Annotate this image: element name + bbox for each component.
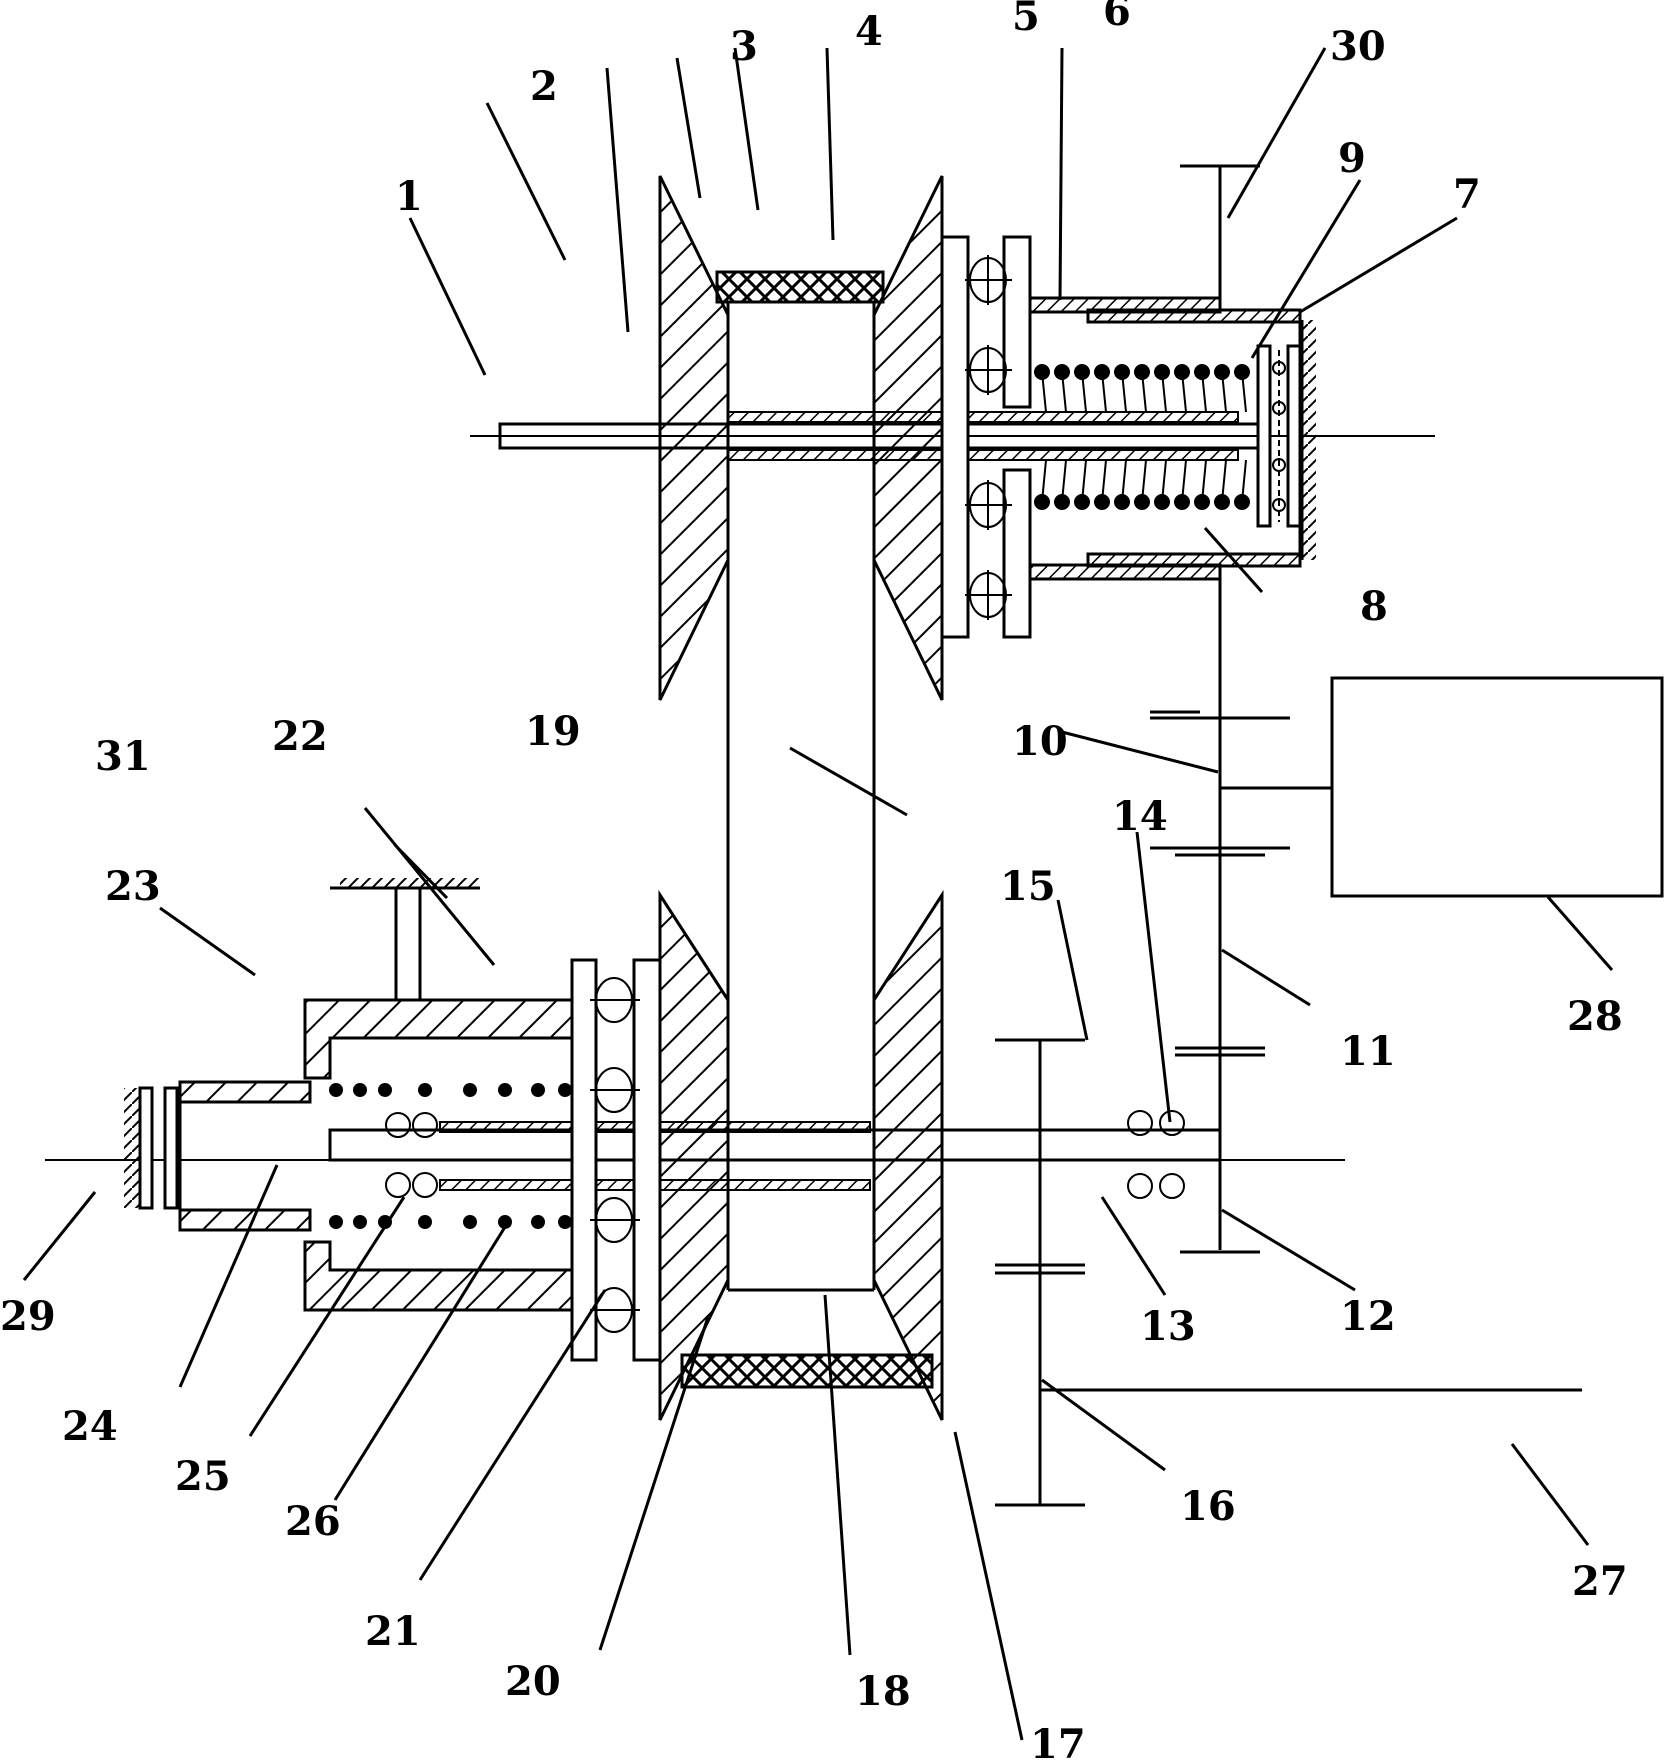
label-20: 20 xyxy=(505,1658,561,1705)
label-23: 23 xyxy=(105,863,161,910)
label-31: 31 xyxy=(95,733,151,780)
label-7: 7 xyxy=(1453,171,1481,218)
label-3: 3 xyxy=(730,23,758,70)
bearing-balls-upper xyxy=(965,255,1012,620)
upper-pulley-assembly xyxy=(470,164,1664,1290)
label-29: 29 xyxy=(0,1293,56,1340)
label-27: 27 xyxy=(1572,1558,1628,1605)
fixed-sheave-lower xyxy=(658,889,730,1421)
label-15: 15 xyxy=(1000,863,1056,910)
label-25: 25 xyxy=(175,1453,231,1500)
label-21: 21 xyxy=(365,1608,421,1655)
bearing-14 xyxy=(1127,1110,1185,1199)
label-19: 19 xyxy=(525,708,581,755)
label-13: 13 xyxy=(1140,1303,1196,1350)
spring-upper xyxy=(1034,364,1250,510)
part-labels: 1 2 3 4 5 6 7 8 9 10 11 12 13 14 15 16 1… xyxy=(0,0,1628,1760)
spring-lower xyxy=(329,1083,572,1229)
lower-shaft xyxy=(328,1128,1222,1162)
label-24: 24 xyxy=(62,1403,118,1450)
label-17: 17 xyxy=(1030,1721,1086,1760)
thrust-bearing-lower xyxy=(138,1086,154,1210)
thrust-bearing-upper xyxy=(1256,344,1272,528)
control-unit-box xyxy=(1330,676,1664,898)
belt-upper-section xyxy=(715,270,885,304)
label-12: 12 xyxy=(1340,1293,1396,1340)
bearing-25 xyxy=(385,1112,438,1198)
label-26: 26 xyxy=(285,1498,341,1545)
label-11: 11 xyxy=(1340,1028,1396,1075)
label-8: 8 xyxy=(1360,583,1388,630)
label-18: 18 xyxy=(855,1668,911,1715)
label-5: 5 xyxy=(1012,0,1040,40)
bearing-race-lower xyxy=(570,958,598,1362)
label-9: 9 xyxy=(1338,135,1366,182)
fixed-sheave-upper xyxy=(658,175,730,701)
moving-sheave-upper xyxy=(872,175,944,701)
moving-sheave-lower xyxy=(872,889,944,1421)
upper-sleeve xyxy=(727,411,1239,423)
label-28: 28 xyxy=(1567,993,1623,1040)
label-4: 4 xyxy=(855,8,883,55)
label-14: 14 xyxy=(1112,793,1168,840)
leader-lines xyxy=(22,47,1614,1741)
bearing-balls-lower xyxy=(590,977,640,1333)
label-16: 16 xyxy=(1180,1483,1236,1530)
label-6: 6 xyxy=(1103,0,1131,35)
bearing-race-upper xyxy=(940,235,970,639)
label-2: 2 xyxy=(530,63,558,110)
housing-lower xyxy=(303,998,574,1080)
lower-pulley-assembly xyxy=(45,878,1582,1507)
label-22: 22 xyxy=(272,713,328,760)
label-30: 30 xyxy=(1330,23,1386,70)
label-10: 10 xyxy=(1012,718,1068,765)
plunger xyxy=(394,886,422,1002)
label-1: 1 xyxy=(395,173,423,220)
belt-lower-section xyxy=(680,1353,934,1389)
